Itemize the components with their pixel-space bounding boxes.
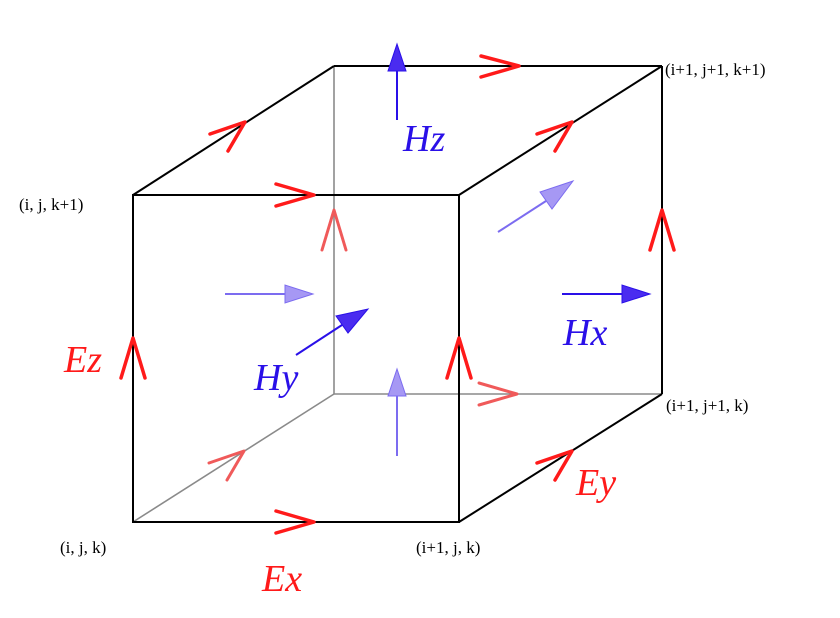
label-ez: Ez bbox=[63, 339, 102, 381]
ex-arrow-top-front bbox=[274, 182, 316, 208]
label-ey: Ey bbox=[575, 462, 616, 504]
edge-bottom-right-depth bbox=[458, 393, 663, 523]
label-hz: Hz bbox=[402, 118, 445, 160]
corner-label-i1-j1-k: (i+1, j+1, k) bbox=[666, 396, 748, 415]
corner-labels: (i, j, k) (i+1, j, k) (i+1, j+1, k) (i+1… bbox=[19, 60, 766, 557]
front-face bbox=[132, 194, 460, 523]
ez-arrow-back-right bbox=[648, 208, 676, 252]
ey-arrow-bottom-left bbox=[207, 449, 246, 482]
edge-top-right-depth bbox=[458, 65, 663, 196]
label-hy: Hy bbox=[253, 357, 298, 399]
corner-label-i1-j1-k1: (i+1, j+1, k+1) bbox=[665, 60, 766, 79]
corner-label-i-j-k1: (i, j, k+1) bbox=[19, 195, 83, 214]
corner-label-i-j-k: (i, j, k) bbox=[60, 538, 106, 557]
ey-arrow-top-left bbox=[208, 120, 247, 153]
label-hx: Hx bbox=[562, 312, 607, 354]
visible-edges bbox=[132, 65, 663, 523]
hz-arrow-top bbox=[387, 42, 407, 120]
hy-arrow-back bbox=[497, 180, 575, 233]
field-labels: Ex Ey Ez Hx Hy Hz bbox=[63, 118, 616, 600]
label-ex: Ex bbox=[261, 558, 302, 600]
hz-arrow-bottom bbox=[387, 367, 407, 456]
ex-arrow-back-top bbox=[479, 54, 521, 79]
ex-arrow-bottom-front bbox=[274, 509, 316, 535]
hx-arrow-left bbox=[225, 284, 315, 304]
hy-arrow-front bbox=[295, 308, 370, 356]
hx-arrow-right bbox=[562, 284, 652, 304]
ey-arrow-bottom-right bbox=[535, 449, 574, 482]
ex-arrow-back-bottom bbox=[477, 381, 519, 407]
hidden-edge-bottom-left bbox=[132, 393, 335, 523]
ez-arrow-back-left bbox=[320, 208, 348, 252]
h-field-arrows bbox=[225, 42, 652, 456]
edge-top-left-depth bbox=[132, 65, 335, 196]
ez-arrow-front-right bbox=[445, 336, 473, 380]
ez-arrow-front-left bbox=[119, 336, 147, 380]
ey-arrow-top-right bbox=[535, 120, 574, 153]
corner-label-i1-j-k: (i+1, j, k) bbox=[416, 538, 480, 557]
e-field-arrows bbox=[119, 54, 676, 535]
